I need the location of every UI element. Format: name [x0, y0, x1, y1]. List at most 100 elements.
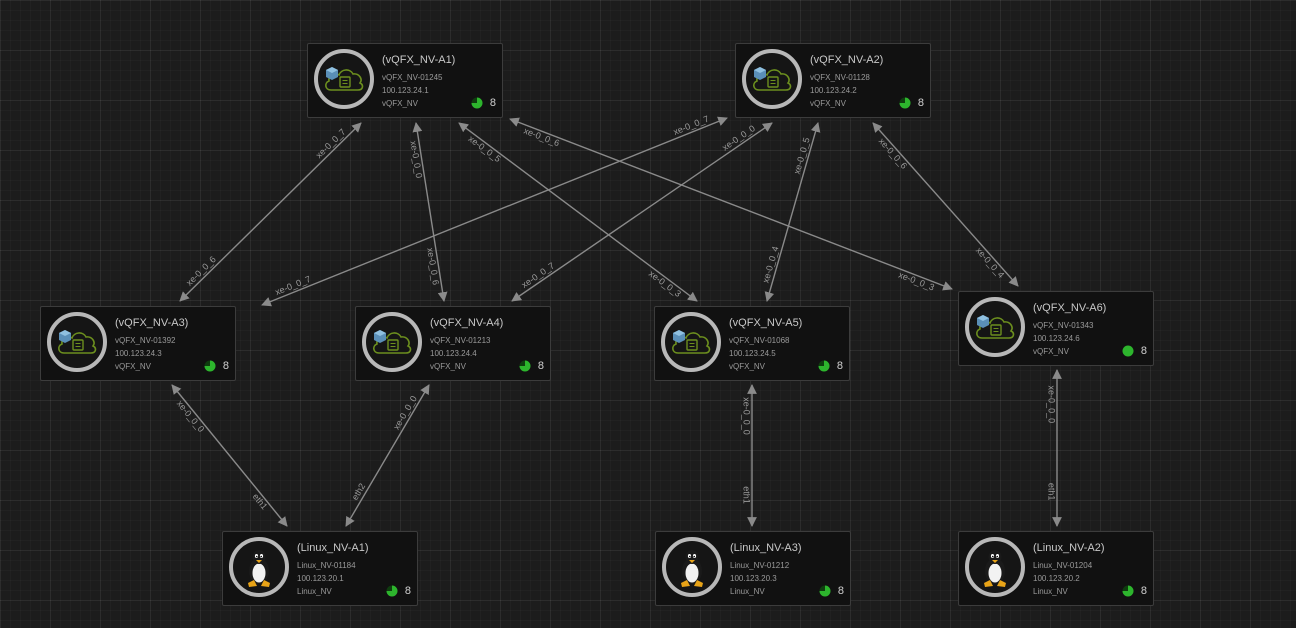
port-label-to: xe-0_0_4 [974, 245, 1006, 280]
port-label-to: eth1 [742, 486, 752, 504]
port-label-from: xe-0_0_6 [522, 126, 561, 149]
node-icon-ring [229, 537, 289, 597]
status-pie-icon [204, 360, 216, 372]
node-icon-ring [742, 49, 802, 109]
node-family: vQFX_NV [115, 362, 152, 371]
node-icon-ring [362, 312, 422, 372]
node-hostname: vQFX_NV-01213 [430, 336, 491, 345]
port-label-to: xe-0_0_6 [184, 254, 218, 287]
node-ip-address: 100.123.24.3 [115, 349, 162, 358]
node-icon-ring [965, 537, 1025, 597]
port-label-from: xe-0_0_0 [1047, 386, 1057, 424]
node-title: (vQFX_NV-A3) [115, 317, 189, 329]
status-pie-icon [818, 360, 830, 372]
port-label-from: xe-0_0_0 [742, 397, 752, 435]
node-family: Linux_NV [730, 587, 765, 596]
node-count: 8 [537, 360, 544, 372]
port-label-from: xe-0_0_7 [672, 114, 711, 137]
node-status: 8 [386, 585, 411, 597]
node-hostname: vQFX_NV-01245 [382, 73, 443, 82]
node-count: 8 [836, 360, 843, 372]
node-family: vQFX_NV [810, 99, 847, 108]
node-hostname: vQFX_NV-01128 [810, 73, 870, 82]
node-icon-ring [965, 297, 1025, 357]
node-count: 8 [837, 585, 844, 597]
node-count: 8 [404, 585, 411, 597]
tux-linux-icon [248, 550, 270, 587]
node-status: 8 [819, 585, 844, 597]
node-hostname: vQFX_NV-01343 [1033, 321, 1094, 330]
node-status: 8 [818, 360, 843, 372]
node-hostname: vQFX_NV-01068 [729, 336, 790, 345]
node-title: (vQFX_NV-A5) [729, 317, 803, 329]
node-count: 8 [489, 97, 496, 109]
node-ip-address: 100.123.20.2 [1033, 574, 1080, 583]
node-title: (vQFX_NV-A6) [1033, 302, 1107, 314]
link-vqfx-nv-a4-linux-nv-a1[interactable] [345, 384, 430, 527]
node-family: Linux_NV [297, 587, 332, 596]
node-title: (Linux_NV-A3) [730, 542, 802, 554]
node-count: 8 [222, 360, 229, 372]
port-label-to: eth1 [1047, 483, 1057, 501]
port-label-from: xe-0_0_6 [877, 136, 909, 171]
node-ip-address: 100.123.24.6 [1033, 334, 1080, 343]
cloud-router-icon [976, 315, 1015, 339]
status-pie-icon [819, 585, 831, 597]
node-hostname: Linux_NV-01184 [297, 561, 356, 570]
node-count: 8 [1140, 585, 1147, 597]
node-title: (Linux_NV-A1) [297, 542, 369, 554]
node-title: (Linux_NV-A2) [1033, 542, 1105, 554]
port-label-from: xe-0_0_5 [467, 134, 503, 164]
port-label-to: xe-0_0_6 [425, 247, 441, 286]
link-vqfx-nv-a3-linux-nv-a1[interactable] [171, 384, 288, 527]
link-vqfx-nv-a2-vqfx-nv-a5[interactable] [764, 122, 821, 302]
node-ip-address: 100.123.24.5 [729, 349, 776, 358]
cloud-router-icon [373, 330, 412, 354]
node-title: (vQFX_NV-A2) [810, 54, 884, 66]
status-pie-icon [519, 360, 531, 372]
status-pie-icon [1122, 585, 1134, 597]
port-label-to: eth1 [251, 492, 270, 512]
node-status: 8 [1122, 345, 1147, 357]
link-vqfx-nv-a1-vqfx-nv-a3[interactable] [179, 122, 362, 302]
node-status: 8 [204, 360, 229, 372]
link-vqfx-nv-a2-vqfx-nv-a6[interactable] [872, 122, 1019, 287]
cloud-router-icon [325, 67, 364, 91]
port-label-from: xe-0_0_0 [408, 140, 424, 179]
port-label-to: xe-0_0_3 [647, 268, 683, 298]
node-family: vQFX_NV [382, 99, 419, 108]
cloud-router-icon [58, 330, 97, 354]
node-vqfx-nv-a5[interactable]: (vQFX_NV-A5) vQFX_NV-01068 100.123.24.5 vQF… [654, 306, 850, 381]
port-label-to: xe-0_0_3 [897, 270, 936, 293]
node-ip-address: 100.123.20.1 [297, 574, 344, 583]
cloud-router-icon [672, 330, 711, 354]
link-vqfx-nv-a2-vqfx-nv-a4[interactable] [511, 122, 773, 302]
node-status: 8 [519, 360, 544, 372]
node-hostname: Linux_NV-01212 [730, 561, 790, 570]
node-icon-ring [314, 49, 374, 109]
status-pie-icon [386, 585, 398, 597]
port-label-to: eth2 [350, 482, 368, 502]
node-status: 8 [899, 97, 924, 109]
node-status: 8 [1122, 585, 1147, 597]
node-hostname: Linux_NV-01204 [1033, 561, 1093, 570]
node-family: vQFX_NV [729, 362, 766, 371]
node-icon-ring [661, 312, 721, 372]
node-family: vQFX_NV [430, 362, 467, 371]
node-title: (vQFX_NV-A1) [382, 54, 456, 66]
tux-linux-icon [681, 550, 703, 587]
status-pie-icon [899, 97, 911, 109]
status-pie-icon [471, 97, 483, 109]
port-label-from: xe-0_0_7 [314, 127, 348, 160]
node-family: Linux_NV [1033, 587, 1068, 596]
cloud-router-icon [753, 67, 792, 91]
